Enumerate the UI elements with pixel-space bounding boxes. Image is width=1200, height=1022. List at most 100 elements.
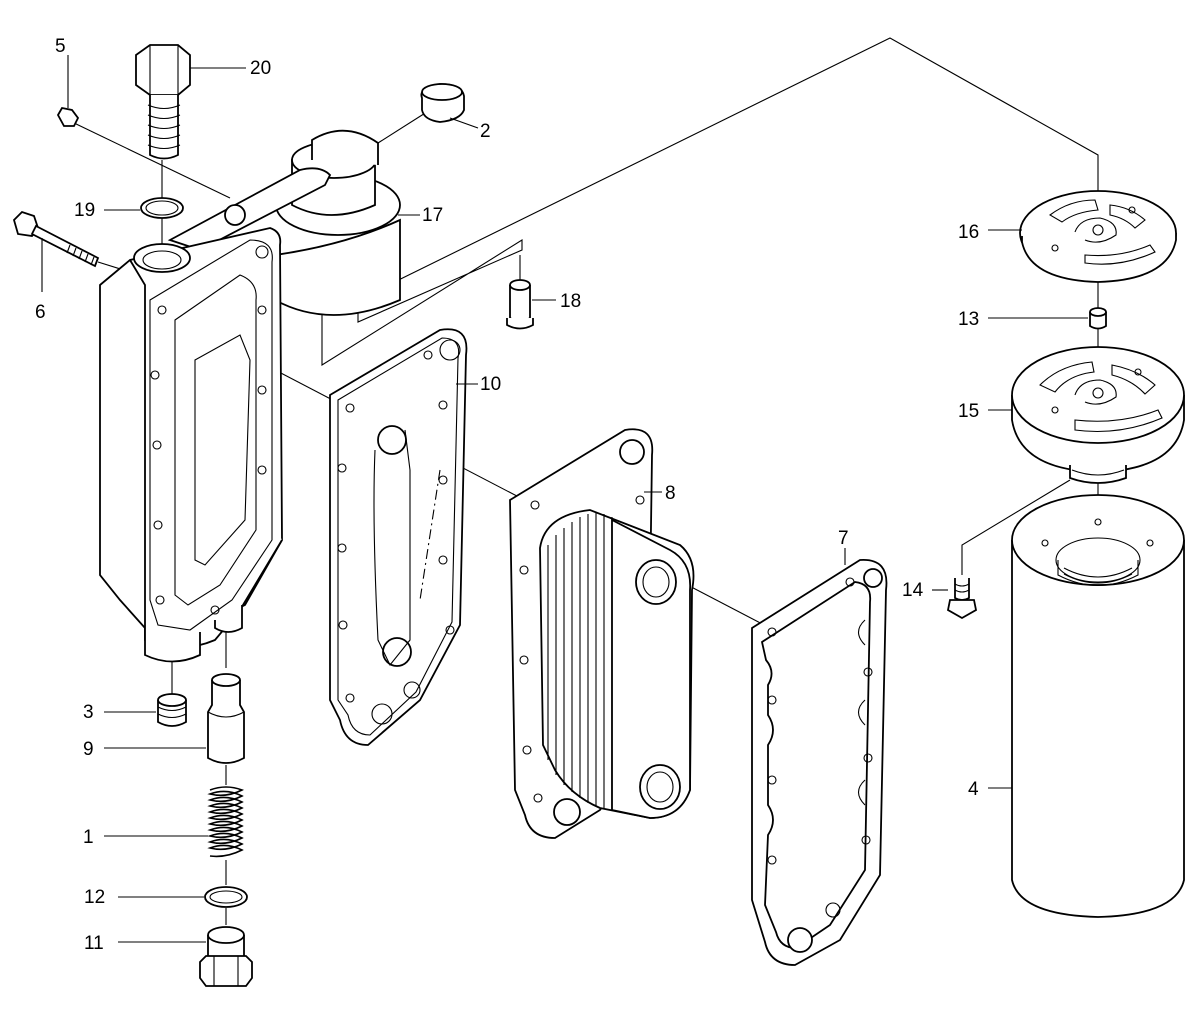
gasket-10-hole: [439, 339, 461, 361]
dowel-13-top: [1089, 307, 1107, 317]
plug-20-hex: [135, 44, 191, 96]
part-7-gasket: [751, 548, 888, 966]
plug-3-body: [157, 700, 187, 727]
gasket-10-hole: [423, 350, 433, 360]
gasket-10-hole: [345, 403, 355, 413]
head-15-thread: [1071, 469, 1125, 476]
housing-bolt-hole: [157, 305, 167, 315]
callout-13: 13: [958, 309, 979, 330]
part-15-filter-head: [988, 346, 1185, 484]
valve-9-step: [207, 711, 245, 718]
plate-16-slot: [1109, 204, 1146, 229]
head-15-nipple: [1069, 465, 1127, 484]
housing-bolt-hole: [150, 370, 160, 380]
callout-19: 19: [74, 200, 95, 221]
callout-12: 12: [84, 887, 105, 908]
part-19-oring: [104, 197, 184, 219]
gasket-10-hole: [438, 475, 448, 485]
plug-3-thread: [157, 706, 187, 719]
callout-labels: 5 20 2 19 17 6 18 10 8 7 3 9 1 12 11 16 …: [35, 36, 979, 954]
oring-12-outer: [204, 886, 248, 908]
housing-bolt-hole: [257, 305, 267, 315]
filter-4-thread: [1063, 567, 1133, 584]
gasket-10-port: [377, 425, 407, 455]
filter-4-hole: [1146, 539, 1154, 547]
gasket-7-hole: [863, 568, 883, 588]
gasket-7-hole: [787, 927, 813, 953]
part-3-plug: [104, 693, 187, 727]
head-15-slot: [1039, 361, 1095, 393]
filter-4-hole: [1094, 518, 1102, 526]
head-15-hole: [1134, 368, 1142, 376]
gasket-10-outline: [329, 328, 468, 746]
housing-gasket-inner: [174, 274, 257, 606]
housing-gasket-face: [149, 239, 273, 631]
part-20-plug: [135, 44, 246, 160]
plug-20-thread: [147, 104, 181, 150]
oring-12-inner: [209, 890, 243, 904]
filter-4-top: [1011, 494, 1185, 586]
callout-18: 18: [560, 291, 581, 312]
plate-16-hole: [1128, 206, 1136, 214]
gasket-10-port: [382, 637, 412, 667]
filter-4-center-port: [1057, 560, 1139, 587]
gasket-7-hole: [863, 753, 873, 763]
housing-bolt-hole: [210, 605, 220, 615]
bolt-6-thread: [66, 244, 95, 266]
cooler-8-port-top-inner: [642, 566, 670, 598]
gasket-10-hole: [438, 400, 448, 410]
head-15-center-hole: [1092, 387, 1104, 399]
housing-bolt-hole: [153, 520, 163, 530]
callout-3: 3: [83, 702, 94, 723]
cooler-8-plate-hole: [553, 798, 581, 826]
housing-arm-hole: [224, 204, 246, 226]
plug-11-hex: [199, 955, 253, 987]
callout-9: 9: [83, 739, 94, 760]
housing-bolt-hole: [257, 385, 267, 395]
cooler-8-hole: [519, 565, 529, 575]
callout-1: 1: [83, 827, 94, 848]
gasket-7-inner: [760, 581, 872, 949]
gasket-7-notches: [857, 619, 866, 806]
sleeve-18-flange: [506, 318, 534, 330]
callout-14: 14: [902, 580, 924, 601]
gasket-7-hole: [861, 835, 871, 845]
plate-16-slot: [1049, 199, 1099, 223]
gasket-10-hole: [345, 693, 355, 703]
housing-bolt-hole: [152, 440, 162, 450]
bolt-14-shank: [954, 578, 970, 601]
housing-bottom-boss-left: [144, 628, 201, 663]
callout-4: 4: [968, 779, 979, 800]
callout-16: 16: [958, 222, 979, 243]
gasket-7-hole: [767, 627, 777, 637]
gasket-10-hole: [403, 681, 421, 699]
gasket-10-hole: [337, 463, 347, 473]
cooler-8-hole: [522, 745, 532, 755]
plate-16-center-hole: [1092, 224, 1104, 236]
gasket-10-hole: [438, 555, 448, 565]
housing-spout: [311, 129, 379, 165]
gasket-10-hole: [338, 620, 348, 630]
filter-4-gasket: [1055, 537, 1141, 583]
gasket-7-hole: [845, 577, 855, 587]
valve-9-top: [211, 673, 241, 687]
plug-3-top: [157, 693, 187, 707]
part-8-oil-cooler: [509, 428, 695, 839]
gasket-10-channel: [373, 429, 411, 667]
part-1-spring: [104, 786, 245, 858]
part-10-gasket: [329, 328, 478, 746]
gasket-10-hole: [337, 543, 347, 553]
part-9-valve: [104, 673, 245, 764]
housing-top-port-inner: [142, 250, 182, 270]
callout-10: 10: [480, 374, 501, 395]
housing-bolt-hole: [155, 595, 165, 605]
part-5-bolt: [56, 55, 80, 127]
callout-8: 8: [665, 483, 676, 504]
spring-1-coil: [207, 786, 245, 858]
assembly-line-plug-2: [377, 109, 431, 144]
head-15-top: [1011, 346, 1185, 444]
cooler-8-hole: [530, 500, 540, 510]
bolt-14-head: [946, 599, 978, 620]
callout-17: 17: [422, 205, 443, 226]
